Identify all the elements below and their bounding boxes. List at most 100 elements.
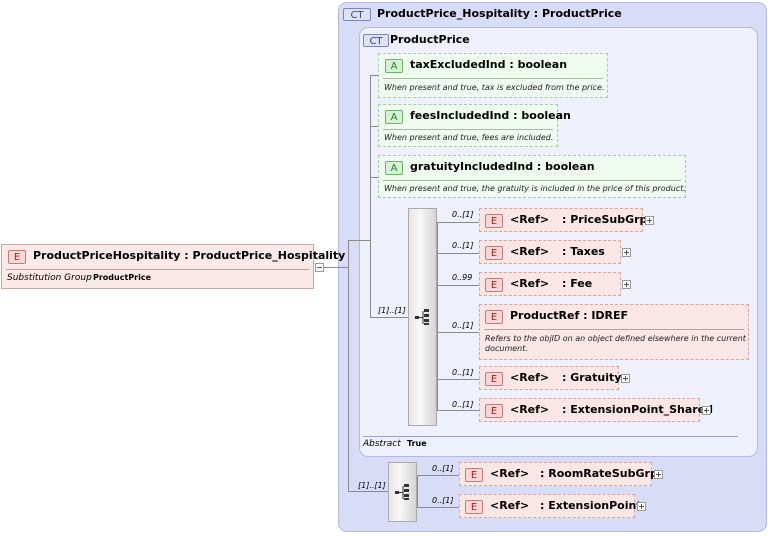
connector-line	[370, 317, 408, 318]
element-ref-extensionpoint[interactable]: E <Ref> : ExtensionPoint	[459, 494, 642, 518]
element-ref: <Ref>	[510, 213, 550, 226]
occurrence-label: 0..[1]	[432, 464, 454, 473]
element-name: : Taxes	[562, 245, 605, 258]
connector-line	[370, 75, 371, 240]
connector-line	[370, 126, 378, 127]
attribute-doc: When present and true, the gratuity is i…	[384, 184, 686, 193]
connector-line	[370, 75, 378, 76]
connector-line	[417, 475, 418, 508]
divider	[383, 129, 553, 130]
complex-type-sep: :	[533, 7, 539, 20]
connector-line	[437, 379, 479, 380]
element-name: : RoomRateSubGrp	[540, 467, 658, 480]
element-name: ProductRef	[510, 309, 580, 322]
element-ref: <Ref>	[490, 467, 530, 480]
abstract-value: True	[407, 439, 427, 448]
element-ref-taxes[interactable]: E <Ref> : Taxes	[479, 240, 621, 264]
inner-complex-type-title: ProductPrice	[390, 33, 470, 46]
element-badge: E	[465, 500, 483, 514]
element-badge: E	[485, 372, 503, 386]
element-title: ProductRef : IDREF	[510, 309, 628, 322]
divider	[383, 78, 603, 79]
attribute-badge: A	[385, 110, 403, 124]
inner-complex-type-badge: CT	[363, 34, 389, 47]
connector-line	[348, 240, 370, 241]
element-name: : ExtensionPoint_Shared	[562, 403, 714, 416]
element-name: : Fee	[562, 277, 593, 290]
element-ref-fee[interactable]: E <Ref> : Fee	[479, 272, 621, 296]
expand-icon[interactable]	[702, 406, 711, 415]
element-ref-gratuity[interactable]: E <Ref> : Gratuity	[479, 366, 622, 390]
root-element-title: ProductPriceHospitality : ProductPrice_H…	[33, 249, 345, 262]
root-element-box[interactable]: E ProductPriceHospitality : ProductPrice…	[1, 244, 345, 289]
connector-line	[437, 410, 479, 411]
element-badge: E	[485, 278, 503, 292]
element-badge: E	[485, 246, 503, 260]
attribute-doc: When present and true, tax is excluded f…	[384, 83, 605, 92]
expand-icon[interactable]	[621, 374, 630, 383]
element-name: : ExtensionPoint	[540, 499, 642, 512]
element-badge: E	[485, 310, 503, 324]
root-element-type: ProductPrice_Hospitality	[192, 249, 346, 262]
root-element-sep: :	[184, 249, 189, 262]
occurrence-label: 0..[1]	[452, 400, 474, 409]
connector-line	[437, 285, 479, 286]
connector-line	[370, 240, 371, 318]
divider	[363, 436, 738, 437]
expand-icon[interactable]	[622, 280, 631, 289]
expand-icon[interactable]	[654, 470, 663, 479]
connector-line	[417, 507, 459, 508]
expand-icon[interactable]	[645, 216, 654, 225]
element-ref-pricesubgrp[interactable]: E <Ref> : PriceSubGrp	[479, 208, 647, 232]
attribute-type: : boolean	[509, 58, 568, 71]
attribute-gratuityincludedind[interactable]: A gratuityIncludedInd : boolean When pre…	[378, 155, 686, 198]
attribute-title: feesIncludedInd : boolean	[410, 109, 571, 122]
complex-type-badge: CT	[343, 8, 371, 21]
connector-line	[437, 332, 479, 333]
occurrence-label: 0..[1]	[432, 496, 454, 505]
element-ref-roomratesubgrp[interactable]: E <Ref> : RoomRateSubGrp	[459, 462, 658, 486]
attribute-title: taxExcludedInd : boolean	[410, 58, 567, 71]
element-productref[interactable]: E ProductRef : IDREF Refers to the objID…	[479, 304, 749, 360]
sequence-occurrence: [1]..[1]	[378, 306, 406, 315]
attribute-title: gratuityIncludedInd : boolean	[410, 160, 595, 173]
connector-line	[437, 253, 479, 254]
element-badge: E	[485, 214, 503, 228]
attribute-name: feesIncludedInd	[410, 109, 510, 122]
occurrence-label: 0..[1]	[452, 210, 474, 219]
sequence-compositor[interactable]	[388, 462, 417, 522]
connector-line	[437, 222, 479, 223]
occurrence-label: 0..[1]	[452, 321, 474, 330]
attribute-doc: When present and true, fees are included…	[384, 133, 554, 142]
attribute-name: gratuityIncludedInd	[410, 160, 534, 173]
element-ref: <Ref>	[510, 403, 550, 416]
element-name: : PriceSubGrp	[562, 213, 648, 226]
expand-icon[interactable]	[622, 248, 631, 257]
complex-type-title: ProductPrice_Hospitality : ProductPrice	[377, 7, 622, 20]
divider	[383, 180, 681, 181]
complex-type-name: ProductPrice_Hospitality	[377, 7, 530, 20]
element-badge: E	[8, 250, 26, 264]
connector-line	[348, 240, 349, 492]
abstract-label: Abstract	[363, 439, 401, 449]
occurrence-label: 0..[1]	[452, 241, 474, 250]
substitution-group-value: ProductPrice	[93, 273, 152, 282]
element-ref-extensionpoint-shared[interactable]: E <Ref> : ExtensionPoint_Shared	[479, 398, 713, 422]
connector-line	[348, 491, 388, 492]
attribute-taxexcludedind[interactable]: A taxExcludedInd : boolean When present …	[378, 53, 608, 98]
sequence-compositor[interactable]	[408, 208, 437, 426]
element-name: : Gratuity	[562, 371, 622, 384]
collapse-icon[interactable]	[315, 263, 324, 272]
attribute-feesincludedind[interactable]: A feesIncludedInd : boolean When present…	[378, 104, 571, 147]
sequence-occurrence: [1]..[1]	[358, 481, 386, 490]
complex-type-base: ProductPrice	[541, 7, 622, 20]
connector-line	[316, 267, 348, 268]
occurrence-label: 0..99	[452, 273, 473, 282]
attribute-badge: A	[385, 59, 403, 73]
sequence-icon	[415, 309, 429, 325]
connector-line	[417, 475, 459, 476]
element-ref: <Ref>	[510, 277, 550, 290]
element-ref: <Ref>	[510, 245, 550, 258]
divider	[6, 269, 309, 270]
expand-icon[interactable]	[637, 502, 646, 511]
